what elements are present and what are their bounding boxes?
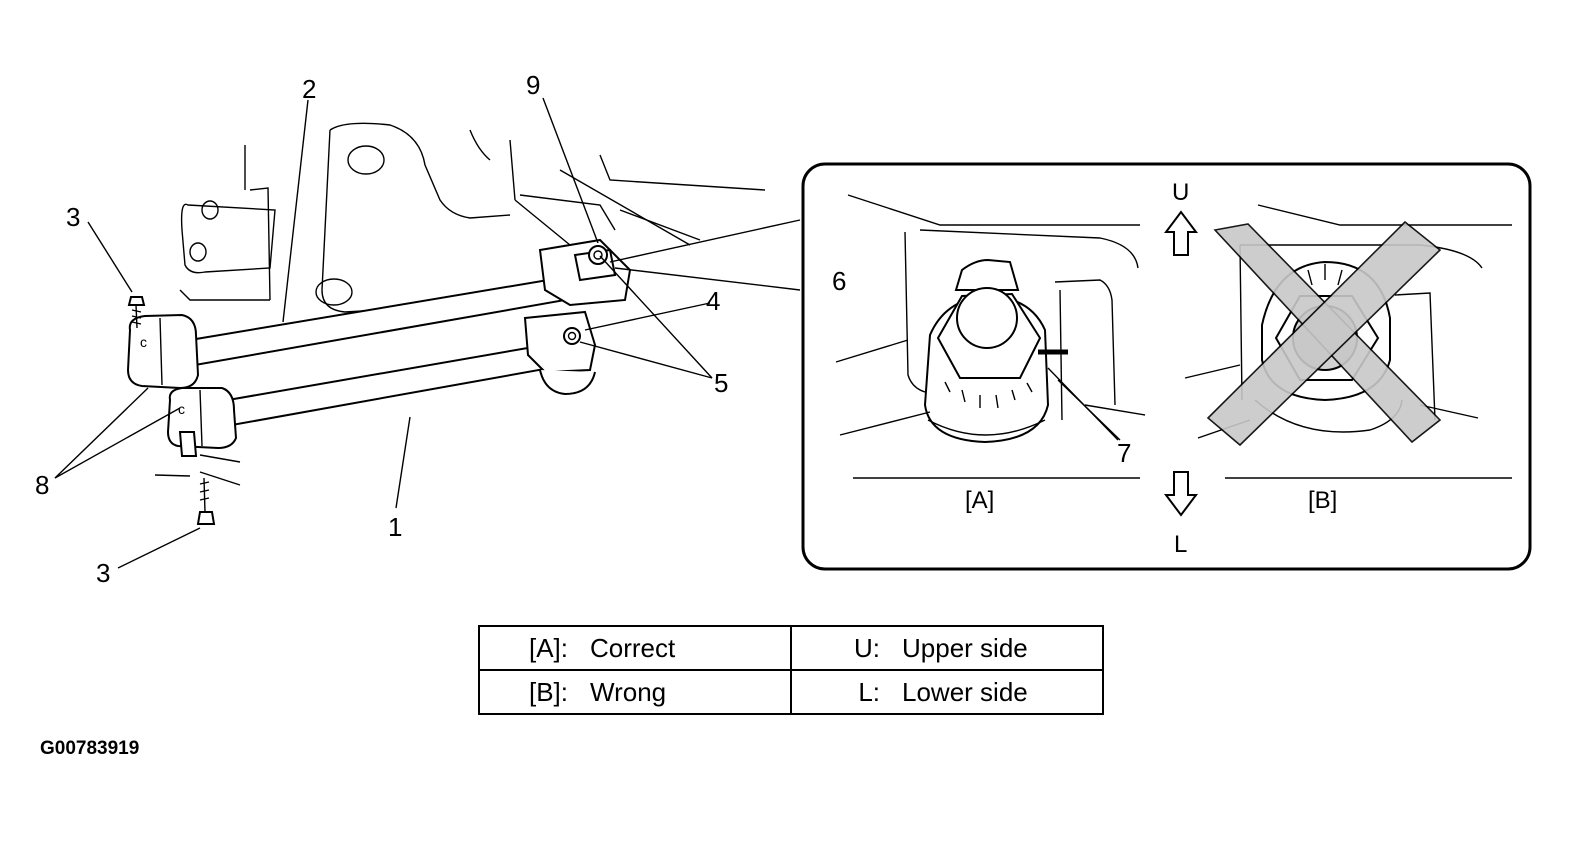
callout-3-upper: 3 — [66, 202, 80, 232]
inset-detail-panel: 6 7 U L [A] [B] — [801, 162, 1532, 571]
figure-id: G00783919 — [40, 738, 140, 759]
legend-cell: L: Lower side — [790, 669, 1104, 715]
view-label-a: [A] — [965, 487, 994, 514]
legend-value: Wrong — [590, 676, 667, 707]
legend-cell: [A]: Correct — [478, 625, 792, 671]
svg-text:c: c — [140, 334, 147, 350]
body-frame-outline — [179, 122, 766, 313]
upper-bolt — [127, 296, 146, 329]
callout-3-lower: 3 — [96, 558, 110, 588]
inset-leader-lines — [609, 219, 801, 291]
legend-key: L: — [858, 676, 880, 707]
upper-arrow-icon — [1164, 210, 1198, 256]
legend-cell: U: Upper side — [790, 625, 1104, 671]
legend-table: [A]: Correct U: Upper side [B]: Wrong L: Low… — [478, 625, 1104, 715]
upper-lateral-rod: c — [126, 238, 632, 390]
inset-correct-view — [835, 194, 1146, 479]
callout-leaders — [54, 97, 713, 569]
legend-value: Correct — [590, 632, 676, 663]
lower-side-letter: L — [1174, 531, 1187, 558]
lower-bolt — [154, 431, 241, 525]
legend-cell: [B]: Wrong — [478, 669, 792, 715]
legend-row: [A]: Correct U: Upper side — [478, 625, 1104, 671]
legend-key: [A]: — [528, 632, 568, 663]
callout-5: 5 — [714, 368, 728, 398]
inset-wrong-view — [1184, 204, 1512, 479]
callout-8: 8 — [35, 470, 49, 500]
view-label-b: [B] — [1308, 487, 1337, 514]
legend-value: Lower side — [902, 676, 1028, 707]
legend-row: [B]: Wrong L: Lower side — [478, 669, 1104, 715]
svg-text:c: c — [178, 401, 185, 417]
callout-4: 4 — [706, 286, 720, 316]
legend-value: Upper side — [902, 632, 1028, 663]
callout-7: 7 — [1117, 438, 1131, 468]
callout-1: 1 — [388, 512, 402, 542]
lower-arrow-icon — [1164, 471, 1198, 517]
upper-side-letter: U — [1172, 179, 1189, 206]
callout-2: 2 — [302, 74, 316, 104]
callout-6: 6 — [832, 266, 846, 296]
legend-key: U: — [854, 632, 880, 663]
callout-9: 9 — [526, 70, 540, 100]
legend-key: [B]: — [528, 676, 568, 707]
